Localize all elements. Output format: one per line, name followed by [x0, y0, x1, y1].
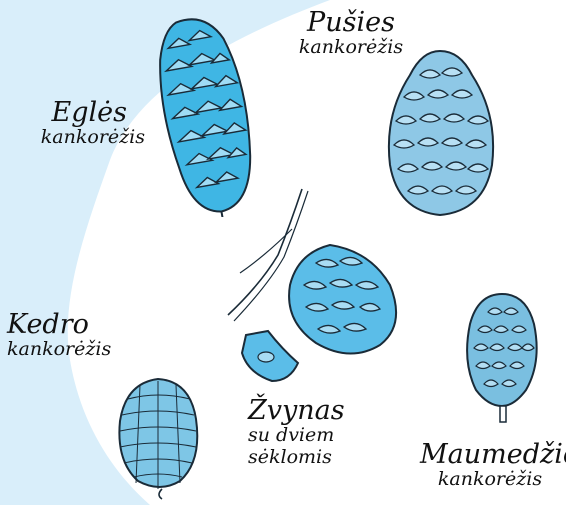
larch-cone-icon [460, 290, 550, 425]
seed-scale-icon [220, 185, 420, 385]
label-maumedis: Maumedžio kankorėžis [420, 442, 560, 490]
label-pusis-line1: Pušies [286, 10, 416, 36]
label-egle: Eglės kankorėžis [7, 100, 147, 148]
label-maumedis-line2: kankorėžis [420, 468, 560, 490]
label-egle-line1: Eglės [7, 100, 147, 126]
label-zvynas: Žvynas su dviem sėklomis [248, 398, 358, 468]
cedar-cone-icon [110, 375, 210, 500]
label-pusis-line2: kankorėžis [286, 36, 416, 58]
label-zvynas-line2: su dviem [248, 424, 358, 446]
label-kedras-line2: kankorėžis [7, 338, 147, 360]
label-maumedis-line1: Maumedžio [420, 442, 560, 468]
label-egle-line2: kankorėžis [7, 126, 147, 148]
label-zvynas-line3: sėklomis [248, 446, 358, 468]
label-kedras-line1: Kedro [7, 312, 147, 338]
label-pusis: Pušies kankorėžis [286, 10, 416, 58]
label-zvynas-line1: Žvynas [248, 398, 358, 424]
label-kedras: Kedro kankorėžis [7, 312, 147, 360]
